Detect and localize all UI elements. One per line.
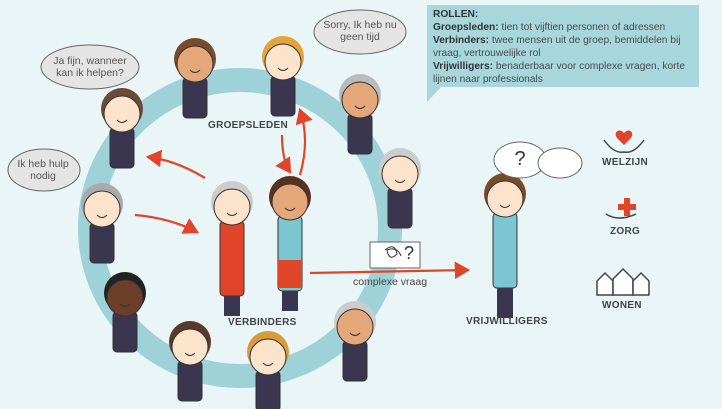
speech-bubbles (7, 9, 583, 269)
person (247, 331, 289, 409)
bubble-sorry-text: Sorry, Ik heb nu geen tijd (323, 19, 397, 43)
arrow-to-member (145, 149, 206, 179)
arrow-down (275, 134, 292, 174)
bubble-ja-fijn-text: Ja fijn, wanneer kan ik helpen? (53, 55, 127, 79)
person (379, 148, 421, 229)
arrow-from-help (134, 213, 199, 234)
person (484, 173, 526, 318)
arrow-up (295, 107, 313, 176)
role-vrijwilligers: Vrijwilligers: benaderbaar voor complexe… (433, 61, 686, 85)
role-groepsleden: Groepsleden: tien tot vijftien personen … (433, 22, 666, 33)
person (169, 321, 211, 402)
person (269, 176, 311, 311)
label-groepsleden: GROEPSLEDEN (208, 120, 288, 131)
label-complexe-vraag: complexe vraag (352, 276, 428, 288)
roles-title: ROLLEN: (433, 9, 479, 20)
arrows (134, 107, 471, 280)
bubble-question-text: ? (514, 148, 526, 170)
complex-question-card (369, 241, 421, 269)
service-icons (596, 130, 650, 296)
label-verbinders: VERBINDERS (228, 317, 297, 328)
service-wonen: WONEN (602, 300, 642, 311)
label-vrijwilligers: VRIJWILLIGERS (466, 316, 548, 327)
role-verbinders: Verbinders: twee mensen uit de groep, be… (433, 35, 681, 59)
person (262, 36, 304, 117)
houses-icon (596, 267, 650, 296)
bubble-hulp (7, 148, 81, 192)
person (101, 88, 143, 169)
bubble-sorry (313, 9, 407, 55)
bubble-hulp-text: Ik heb hulp nodig (17, 158, 69, 182)
person (174, 38, 216, 119)
bubble-ja-fijn (40, 44, 140, 90)
info-box-tail (427, 86, 442, 102)
arrow-to-volunteer (309, 261, 471, 280)
service-welzijn: WELZIJN (602, 157, 648, 168)
people (81, 36, 526, 409)
person (334, 301, 376, 382)
person (339, 74, 381, 155)
service-zorg: ZORG (610, 226, 641, 237)
person (211, 181, 253, 316)
person (81, 183, 123, 264)
person (104, 272, 146, 353)
bubble-question-2 (537, 147, 583, 179)
card-question-text: ? (403, 243, 414, 263)
roles-info-box: ROLLEN: Groepsleden: tien tot vijftien p… (427, 5, 699, 87)
heart-hands-icon (615, 130, 633, 145)
